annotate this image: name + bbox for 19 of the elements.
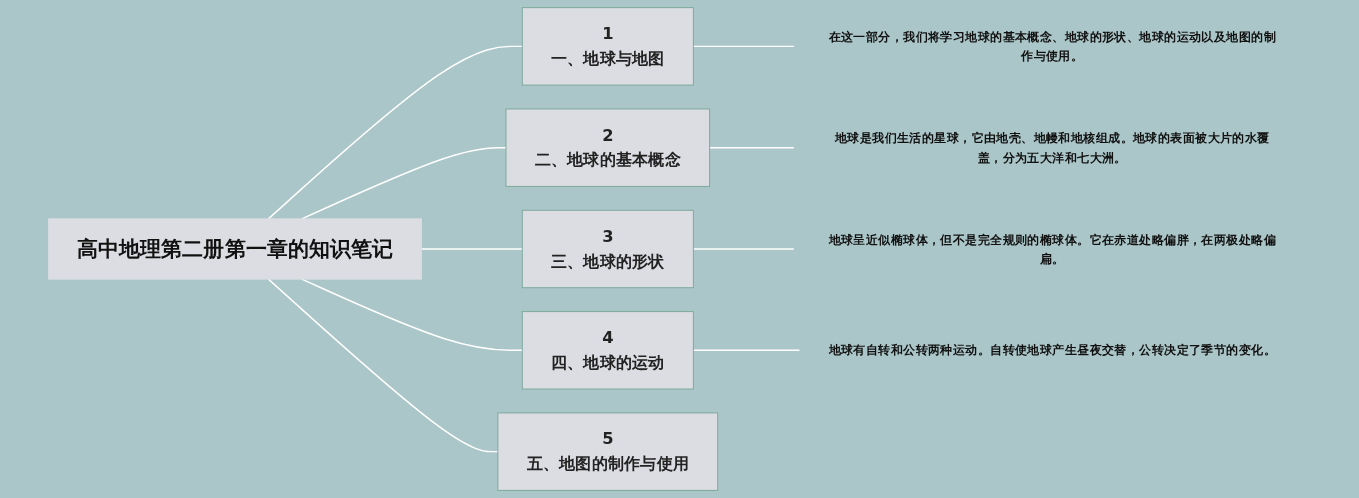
node-text: 地球有自转和公转两种运动。自转使地球产生昼夜交替，公转决定了季节的变化。 [828, 342, 1276, 358]
connector [267, 278, 499, 453]
connector [692, 248, 795, 250]
connector [692, 349, 801, 352]
connector [692, 45, 795, 48]
node-box: 4 四、地球的运动 [521, 311, 694, 390]
node-text: 地球是我们生活的星球，它由地壳、地幔和地核组成。地球的表面被大片的水覆盖，分为五大洋和七大洲。 [834, 130, 1270, 164]
connector [708, 146, 795, 149]
connector [301, 146, 507, 220]
node-text: 地球呈近似椭球体，但不是完全规则的椭球体。它在赤道处略偏胖，在两极处略偏扁。 [828, 232, 1276, 266]
node-box: 1 一、地球与地图 [521, 7, 694, 86]
connector [420, 248, 523, 250]
node-box: 5 五、地图的制作与使用 [497, 412, 719, 491]
node-box: 3 三、地球的形状 [521, 209, 694, 289]
node-box: 2 二、地球的基本概念 [505, 108, 711, 187]
connector [301, 278, 523, 352]
node-text: 在这一部分，我们将学习地球的基本概念、地球的形状、地球的运动以及地图的制作与使用。 [828, 29, 1276, 63]
node-box: 高中地理第二册第一章的知识笔记 [48, 218, 422, 280]
connector [267, 45, 523, 220]
